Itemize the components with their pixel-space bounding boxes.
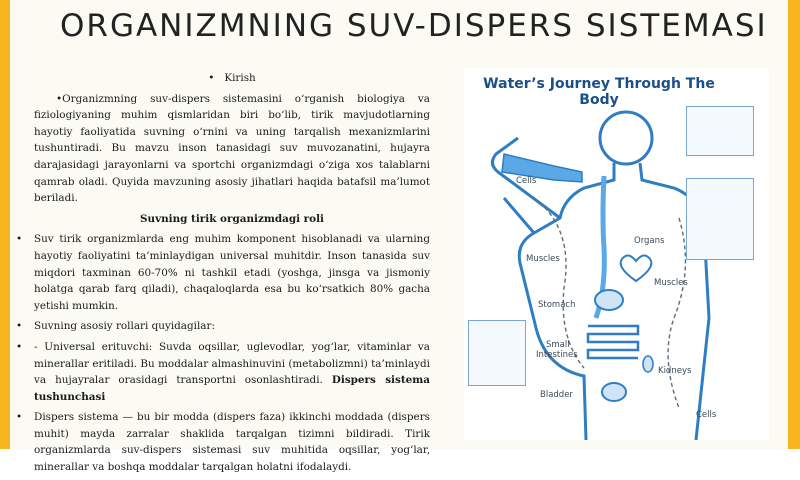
accent-bar-left [0, 0, 10, 449]
label-muscles-right: Muscles [654, 278, 688, 288]
label-organs: Organs [634, 236, 665, 246]
circulation-path-left [533, 197, 585, 369]
figure-title: Water’s Journey Through The Body [483, 76, 715, 108]
section-heading: Suvning tirik organizmdagi roli [140, 212, 324, 225]
label-small-intestines-1: Small [546, 340, 570, 350]
label-cells-top: Cells [516, 176, 537, 186]
label-small-intestines-2: Intestines [536, 350, 578, 360]
intestines-icon [586, 324, 640, 360]
bullet-item: • - Universal erituvchi: Suvda oqsillar,… [16, 339, 430, 405]
label-kidneys: Kidneys [658, 366, 692, 376]
arm-outline [491, 136, 561, 220]
bladder-icon [601, 382, 627, 402]
solvent-text: - Universal erituvchi: Suvda oqsillar, u… [34, 340, 430, 387]
intro-bullet: • [208, 72, 215, 84]
heart-icon [619, 254, 653, 283]
intro-paragraph: •Organizmning suv-dispers sistemasini o‘… [34, 92, 430, 205]
circulation-path-right [667, 217, 687, 409]
intro-heading: Kirish [224, 72, 256, 84]
bullet-icon: • [16, 340, 23, 353]
kidney-icon [642, 355, 654, 373]
intro-heading-line: • Kirish [34, 70, 430, 87]
bullet-icon: • [16, 233, 23, 246]
bullet-item: • Suvning asosiy rollari quyidagilar: [16, 318, 430, 335]
bullet-item: • Suv tirik organizmlarda eng muhim komp… [16, 231, 430, 314]
water-journey-figure: Water’s Journey Through The Body [464, 68, 769, 440]
stomach-icon [594, 289, 624, 311]
label-muscles-left: Muscles [526, 254, 560, 264]
bullet-text: Suv tirik organizmlarda eng muhim kompon… [34, 233, 430, 312]
solvent-bold-text: Dispers sistema tushunchasi [34, 374, 430, 403]
label-cells-bottom: Cells [696, 410, 717, 420]
bullet-item: • Dispers sistema — bu bir modda (disper… [16, 409, 430, 475]
accent-bar-right [788, 0, 800, 449]
label-stomach: Stomach [538, 300, 576, 310]
body-text: • Kirish •Organizmning suv-dispers siste… [16, 70, 430, 480]
arm-inner-outline [502, 197, 536, 234]
label-bladder: Bladder [540, 390, 573, 400]
bullet-text: Suvning asosiy rollari quyidagilar: [34, 320, 215, 333]
bullet-icon: • [16, 320, 23, 333]
bullet-icon: • [16, 411, 23, 424]
slide-title: ORGANIZMNING SUV-DISPERS SISTEMASI [60, 8, 768, 44]
head-outline [598, 110, 654, 166]
dispers-text: Dispers sistema — bu bir modda (dispers … [34, 411, 430, 474]
note-box-middle [686, 178, 754, 260]
note-box-left [468, 320, 526, 386]
body-outline-left [517, 163, 616, 440]
body-illustration [491, 110, 711, 440]
note-box-top [686, 106, 754, 156]
water-bottle-icon [501, 153, 583, 183]
